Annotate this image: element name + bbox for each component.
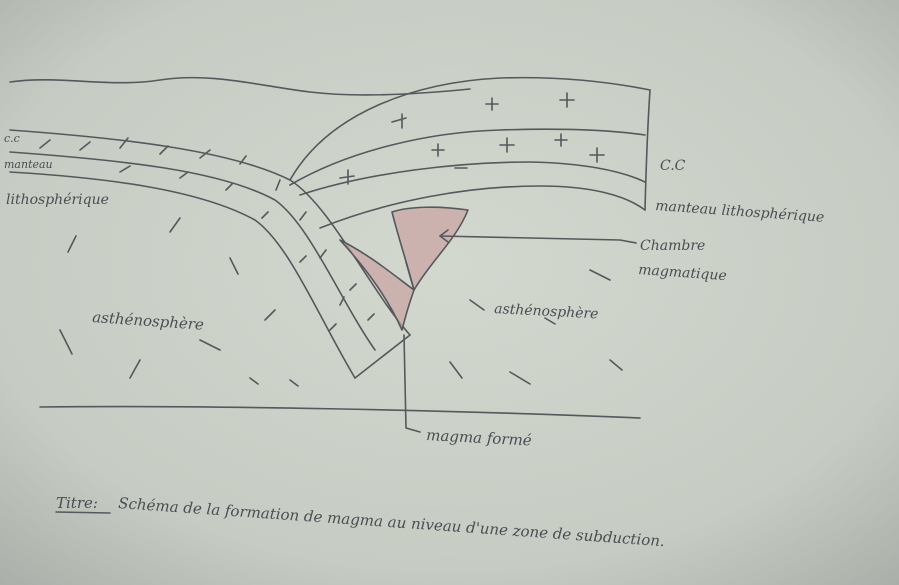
magma-pointer	[403, 334, 421, 433]
magma-chamber	[391, 206, 469, 291]
label-magma-forme: magma formé	[426, 426, 532, 450]
magma-column	[405, 261, 415, 291]
slab-tip	[354, 334, 411, 379]
label-cc-right: C.C	[660, 158, 686, 174]
slab-marks	[39, 137, 375, 331]
slab-bottom-line	[9, 171, 356, 379]
base-line	[39, 405, 641, 419]
label-magmatique: magmatique	[638, 262, 727, 284]
cc-base-line	[289, 128, 646, 186]
diagram-title-prefix: Titre:	[56, 494, 98, 512]
label-lithospherique-left: lithosphérique	[6, 192, 109, 208]
chambre-arrow	[439, 229, 449, 243]
surface-line	[9, 76, 471, 96]
asthenosphere-marks	[59, 217, 623, 387]
slab-middle-line	[9, 151, 376, 351]
magma-formed-zone	[339, 239, 415, 331]
title-underline	[55, 511, 111, 514]
label-chambre: Chambre	[640, 238, 705, 254]
chambre-pointer	[439, 235, 637, 244]
label-crust-left: c.c	[4, 132, 20, 145]
label-manteau-left: manteau	[4, 158, 53, 171]
label-asthenosphere-right: asthénosphère	[494, 301, 599, 322]
manteau-top-line	[299, 161, 646, 196]
manteau-base-line	[319, 185, 646, 229]
plate-right-edge	[644, 89, 651, 211]
cc-top-line	[289, 76, 651, 181]
crust-marks	[339, 92, 605, 185]
